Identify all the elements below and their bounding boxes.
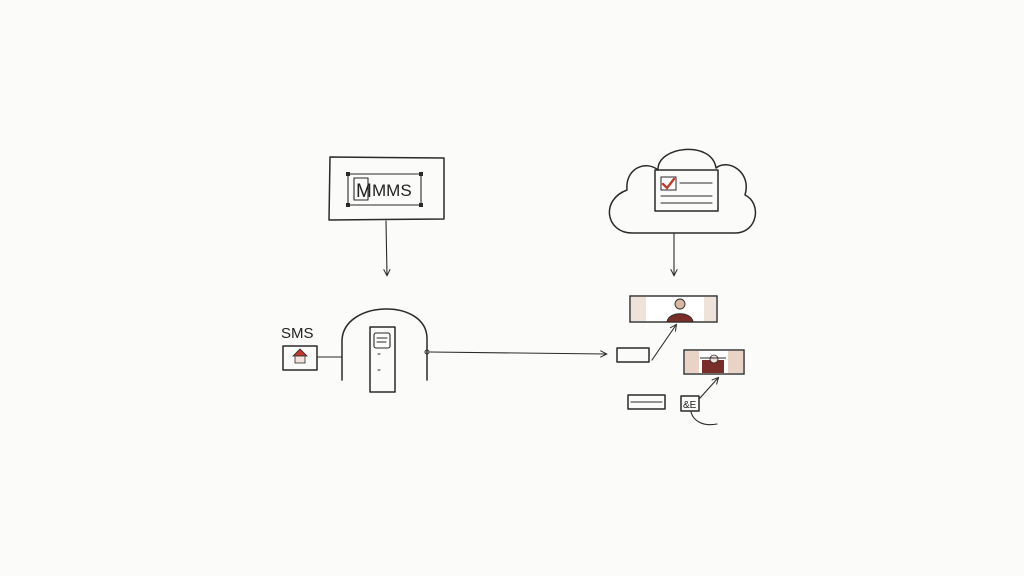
mms-label: MMS bbox=[372, 181, 412, 200]
gateway-to-receiver-arrow bbox=[429, 352, 606, 354]
mms-inner-box bbox=[347, 173, 422, 206]
small-bar-box bbox=[627, 394, 666, 410]
mms-to-gateway-arrow bbox=[386, 220, 387, 275]
tag-tail-curve bbox=[690, 411, 718, 426]
mms-corner-mark bbox=[419, 203, 423, 207]
message-box-icon bbox=[353, 177, 369, 201]
box-to-picture-arrow bbox=[651, 325, 676, 361]
tag-box bbox=[680, 395, 700, 412]
mms-corner-mark bbox=[346, 203, 350, 207]
picture-card-object bbox=[683, 349, 745, 375]
mms-corner-mark bbox=[346, 172, 350, 176]
sms-node: SMS bbox=[281, 325, 343, 371]
cloud-icon bbox=[608, 148, 757, 234]
person-icon bbox=[666, 298, 694, 323]
gateway-node bbox=[341, 308, 428, 393]
tag-to-picture-arrow bbox=[699, 378, 718, 399]
mms-corner-mark bbox=[419, 172, 423, 176]
gateway-arch bbox=[341, 308, 428, 381]
mms-node: M MMS bbox=[328, 156, 445, 221]
mms-outer-box bbox=[328, 156, 445, 221]
gateway-port bbox=[424, 349, 430, 355]
picture-card-person bbox=[629, 295, 718, 323]
door-icon bbox=[369, 326, 396, 393]
cloud-document bbox=[654, 169, 719, 212]
checkbox-icon bbox=[660, 176, 677, 191]
sms-label: SMS bbox=[281, 325, 314, 342]
mms-monogram: M bbox=[356, 181, 372, 202]
sms-box bbox=[282, 345, 318, 371]
home-icon bbox=[292, 348, 308, 364]
tag-label: &E bbox=[683, 400, 697, 411]
small-message-box bbox=[616, 347, 650, 363]
